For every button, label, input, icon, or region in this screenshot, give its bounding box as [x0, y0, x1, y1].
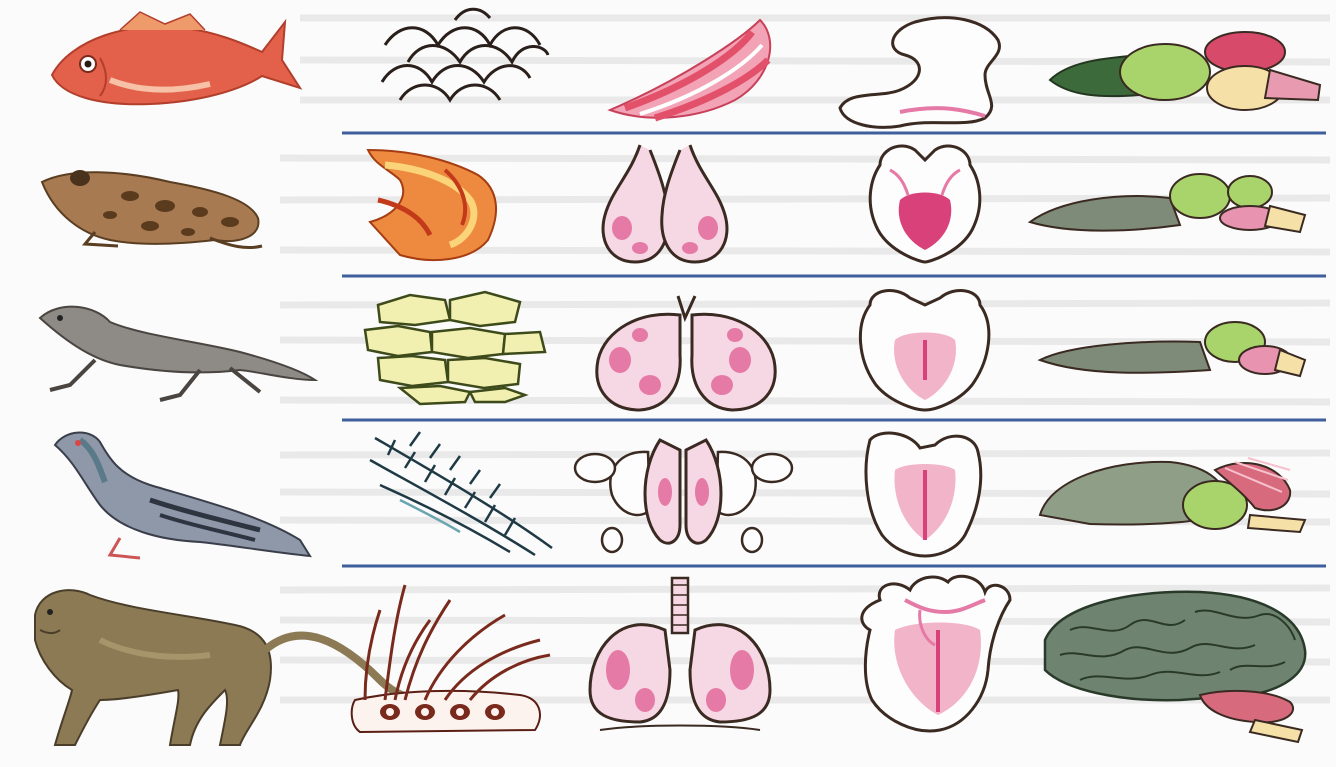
cellular-lungs-drawing: [597, 296, 775, 410]
mammal-brain-drawing: [1045, 592, 1305, 742]
sac-lungs-drawing: [603, 145, 727, 262]
pigeon-illustration: [55, 433, 310, 558]
lizard-illustration: [40, 307, 315, 400]
bird-brain-drawing: [1040, 458, 1305, 532]
reptile-heart-drawing: [860, 291, 988, 410]
fish-illustration: [52, 12, 300, 104]
bird-heart-drawing: [866, 433, 981, 556]
mammal-heart-drawing: [862, 576, 1010, 731]
scales-drawing: [382, 9, 548, 100]
frog-illustration: [42, 170, 262, 248]
horny-scales-drawing: [365, 292, 545, 404]
row-monkey: [35, 576, 1305, 745]
alveolar-lungs-drawing: [590, 578, 770, 730]
moist-skin-drawing: [368, 150, 496, 260]
frog-heart-drawing: [870, 146, 980, 262]
amphibian-brain-drawing: [1030, 174, 1305, 232]
fish-heart-drawing: [840, 18, 999, 128]
row-fish: [52, 9, 1320, 127]
row-lizard: [40, 291, 1305, 410]
reptile-brain-drawing: [1040, 322, 1305, 376]
